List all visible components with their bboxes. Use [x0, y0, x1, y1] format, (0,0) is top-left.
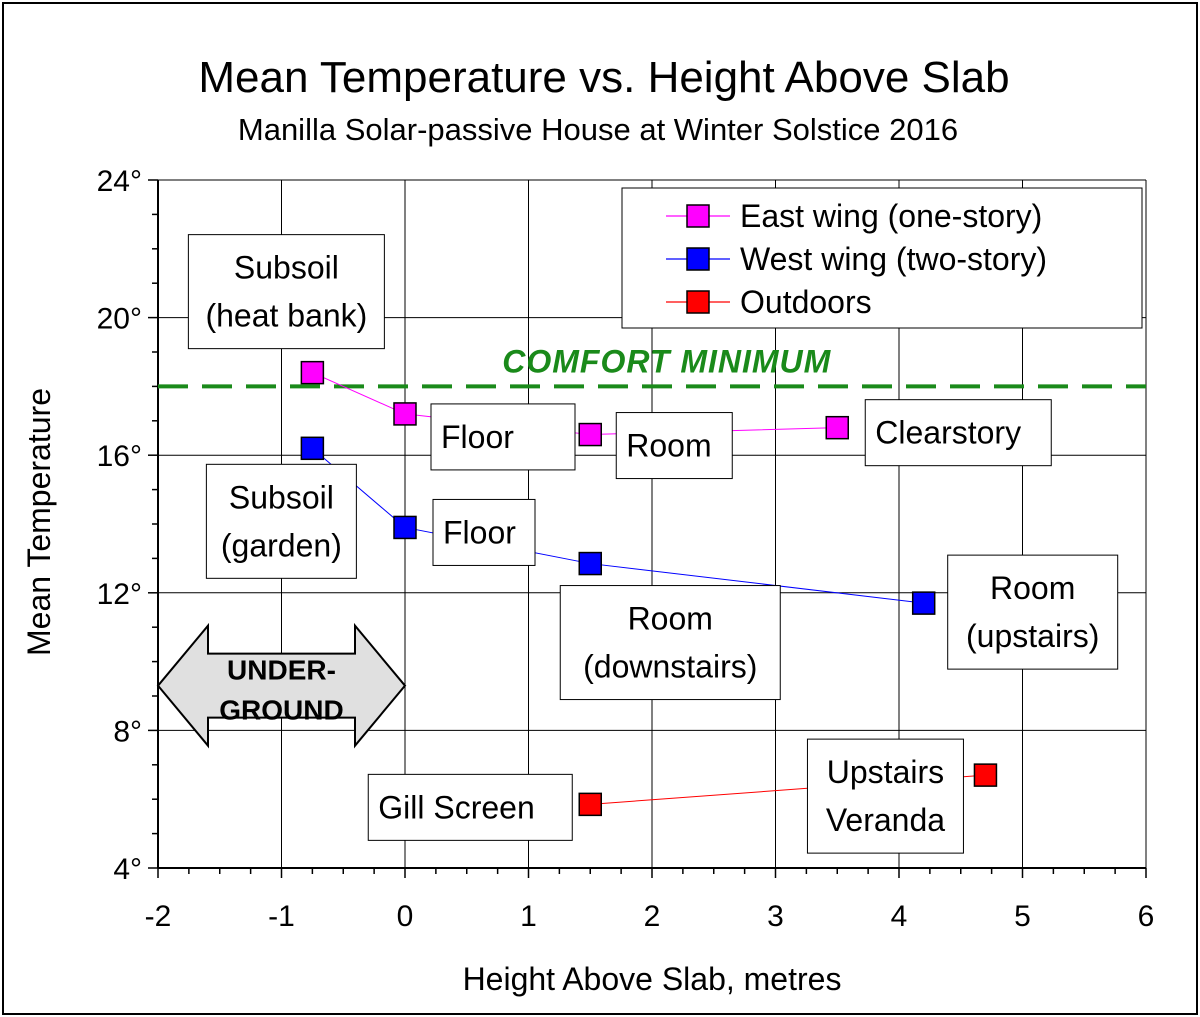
- point-label-text: (upstairs): [966, 618, 1099, 654]
- marker-point: [578, 422, 602, 447]
- x-tick-label: 6: [1138, 900, 1155, 933]
- y-tick-label: 4°: [113, 853, 142, 886]
- x-tick-label: -1: [268, 900, 295, 933]
- x-axis-label: Height Above Slab, metres: [463, 961, 842, 997]
- x-tick-label: 1: [520, 900, 537, 933]
- x-tick-label: 2: [644, 900, 661, 933]
- marker-point: [578, 792, 602, 817]
- point-label-text: Clearstory: [875, 415, 1021, 451]
- x-tick-label: 4: [891, 900, 908, 933]
- point-label-box: [205, 463, 357, 579]
- chart-subtitle: Manilla Solar-passive House at Winter So…: [238, 112, 958, 147]
- point-label-box: [187, 234, 385, 350]
- point-label-text: (heat bank): [205, 298, 367, 334]
- point-label-box: [432, 498, 536, 566]
- marker-point: [825, 415, 849, 440]
- point-label-text: (downstairs): [583, 649, 757, 685]
- point-label-box: [806, 738, 964, 854]
- point-label-box: [430, 403, 576, 471]
- marker-point: [300, 436, 325, 461]
- y-tick-label: 8°: [113, 715, 142, 748]
- underground-text: GROUND: [219, 695, 343, 726]
- legend-entry: West wing (two-story): [740, 241, 1047, 277]
- legend-marker: [686, 247, 710, 271]
- marker-point: [393, 515, 417, 540]
- point-label-text: Subsoil: [234, 250, 339, 286]
- point-label-box: [864, 399, 1052, 467]
- x-tick-label: 3: [767, 900, 784, 933]
- point-label-text: Room: [990, 570, 1075, 606]
- comfort-minimum-line: COMFORT MINIMUM: [158, 343, 1146, 389]
- x-tick-label: -2: [145, 900, 172, 933]
- point-label-text: Floor: [441, 419, 514, 455]
- series-markers: [300, 360, 998, 817]
- x-tick-label: 0: [397, 900, 414, 933]
- legend-entry: Outdoors: [740, 284, 872, 320]
- y-tick-label: 20°: [97, 303, 142, 336]
- point-label-text: Subsoil: [229, 479, 334, 515]
- y-tick-label: 24°: [97, 165, 142, 198]
- point-label-text: Veranda: [826, 802, 945, 838]
- tick-labels: -2 -1 0 1 2 3 4 5 6 4° 8° 12° 16° 20° 24°: [97, 165, 1155, 933]
- point-label-text: Room: [628, 601, 713, 637]
- legend: East wing (one-story) West wing (two-stor…: [621, 187, 1143, 329]
- point-label-box: [559, 585, 781, 701]
- underground-annotation: UNDER- GROUND: [156, 622, 407, 749]
- point-label-text: Floor: [443, 514, 516, 550]
- point-label-text: Gill Screen: [378, 789, 535, 825]
- legend-marker: [686, 290, 710, 314]
- y-tick-label: 12°: [97, 578, 142, 611]
- point-label-box: [947, 554, 1119, 670]
- chart-title: Mean Temperature vs. Height Above Slab: [198, 53, 1009, 102]
- legend-entry: East wing (one-story): [740, 198, 1042, 234]
- marker-point: [578, 551, 602, 576]
- y-axis-label: Mean Temperature: [21, 388, 57, 656]
- marker-point: [300, 360, 325, 385]
- point-label-box: [615, 412, 733, 480]
- point-label-box: [367, 773, 573, 841]
- y-tick-label: 16°: [97, 440, 142, 473]
- marker-point: [393, 402, 417, 426]
- underground-text: UNDER-: [227, 655, 336, 686]
- marker-point: [973, 763, 998, 787]
- comfort-minimum-label: COMFORT MINIMUM: [502, 343, 831, 379]
- x-tick-label: 5: [1014, 900, 1031, 933]
- point-label-text: (garden): [221, 527, 342, 563]
- axes: [148, 179, 1147, 878]
- point-label-text: Room: [626, 428, 711, 464]
- marker-point: [911, 591, 936, 615]
- legend-marker: [686, 204, 710, 228]
- point-label-text: Upstairs: [827, 754, 944, 790]
- double-arrow-shape: [156, 622, 407, 749]
